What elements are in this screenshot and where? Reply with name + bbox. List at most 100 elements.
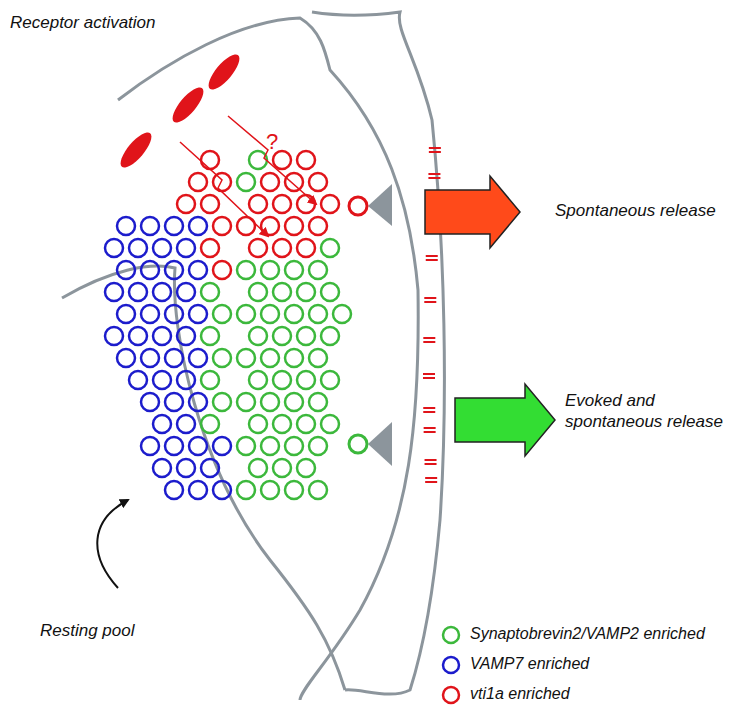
vesicle (321, 371, 339, 389)
vesicle (249, 151, 267, 169)
vesicle (189, 393, 207, 411)
vesicle (201, 327, 219, 345)
vesicle (309, 349, 327, 367)
vesicle (237, 217, 255, 235)
legend-text: vti1a enriched (470, 685, 570, 703)
vesicle (309, 481, 327, 499)
vesicle (273, 327, 291, 345)
vesicle (213, 173, 231, 191)
vesicle (285, 173, 303, 191)
vesicle (165, 349, 183, 367)
vesicle (297, 151, 315, 169)
vesicle (201, 239, 219, 257)
vesicle (201, 283, 219, 301)
vesicle (105, 283, 123, 301)
channel (425, 478, 437, 482)
vesicle (321, 195, 339, 213)
vesicle (153, 459, 171, 477)
vesicle (309, 305, 327, 323)
vesicle (309, 173, 327, 191)
vesicle (213, 437, 231, 455)
vesicle (237, 481, 255, 499)
vesicle (153, 415, 171, 433)
vesicle (237, 173, 255, 191)
vesicle (309, 437, 327, 455)
pool-label: Resting pool (40, 620, 135, 641)
vesicle (261, 349, 279, 367)
vesicle (177, 195, 195, 213)
vesicle (105, 327, 123, 345)
pointer-arrow (97, 500, 128, 588)
vesicle (201, 195, 219, 213)
legend-text: Synaptobrevin2/VAMP2 enriched (470, 625, 705, 643)
vesicle (165, 481, 183, 499)
vesicle (189, 437, 207, 455)
vesicle (321, 283, 339, 301)
vesicle (297, 239, 315, 257)
vesicle (213, 305, 231, 323)
vesicle (297, 371, 315, 389)
vesicle (189, 349, 207, 367)
vesicle (261, 393, 279, 411)
vesicle (321, 239, 339, 257)
vesicle (177, 415, 195, 433)
legend-swatch (440, 654, 462, 676)
vesicle (273, 459, 291, 477)
vesicle (201, 415, 219, 433)
vesicle (285, 481, 303, 499)
vesicle (213, 261, 231, 279)
receptor-label: Receptor activation (10, 12, 156, 33)
vesicle (177, 283, 195, 301)
vesicle (117, 305, 135, 323)
channel (425, 460, 437, 464)
vesicle (117, 261, 135, 279)
channel (423, 338, 435, 342)
signal-arrow (180, 142, 268, 236)
vesicle (297, 459, 315, 477)
vesicle (141, 217, 159, 235)
channel (423, 408, 435, 412)
vesicle (333, 305, 351, 323)
vesicle (261, 173, 279, 191)
release-arrow (425, 176, 520, 248)
vesicle (177, 327, 195, 345)
vesicle (201, 151, 219, 169)
vesicle (165, 217, 183, 235)
vesicle (237, 393, 255, 411)
question-mark: ? (266, 128, 278, 156)
vesicle (189, 261, 207, 279)
vesicle (189, 481, 207, 499)
vesicle (309, 217, 327, 235)
docked-vesicle (349, 197, 367, 215)
vesicle (141, 437, 159, 455)
vesicle (297, 283, 315, 301)
vesicle (177, 239, 195, 257)
vesicle (249, 415, 267, 433)
channel (428, 174, 440, 178)
vesicle (165, 437, 183, 455)
vesicle (237, 261, 255, 279)
vesicle (285, 393, 303, 411)
vesicle (249, 283, 267, 301)
vesicle (189, 217, 207, 235)
vesicle (213, 481, 231, 499)
postsynaptic-membrane (312, 12, 444, 694)
channel (426, 256, 438, 260)
vesicle (105, 239, 123, 257)
vesicle (237, 305, 255, 323)
receptors (116, 50, 245, 172)
vesicle (285, 437, 303, 455)
vesicle (273, 195, 291, 213)
vesicle (237, 437, 255, 455)
vesicle (297, 327, 315, 345)
vesicle (141, 261, 159, 279)
vesicle (201, 459, 219, 477)
vesicle (213, 393, 231, 411)
vesicle (249, 195, 267, 213)
vesicle (249, 239, 267, 257)
vesicle (177, 371, 195, 389)
release-site (368, 184, 392, 226)
vesicle (189, 173, 207, 191)
vesicle (273, 371, 291, 389)
